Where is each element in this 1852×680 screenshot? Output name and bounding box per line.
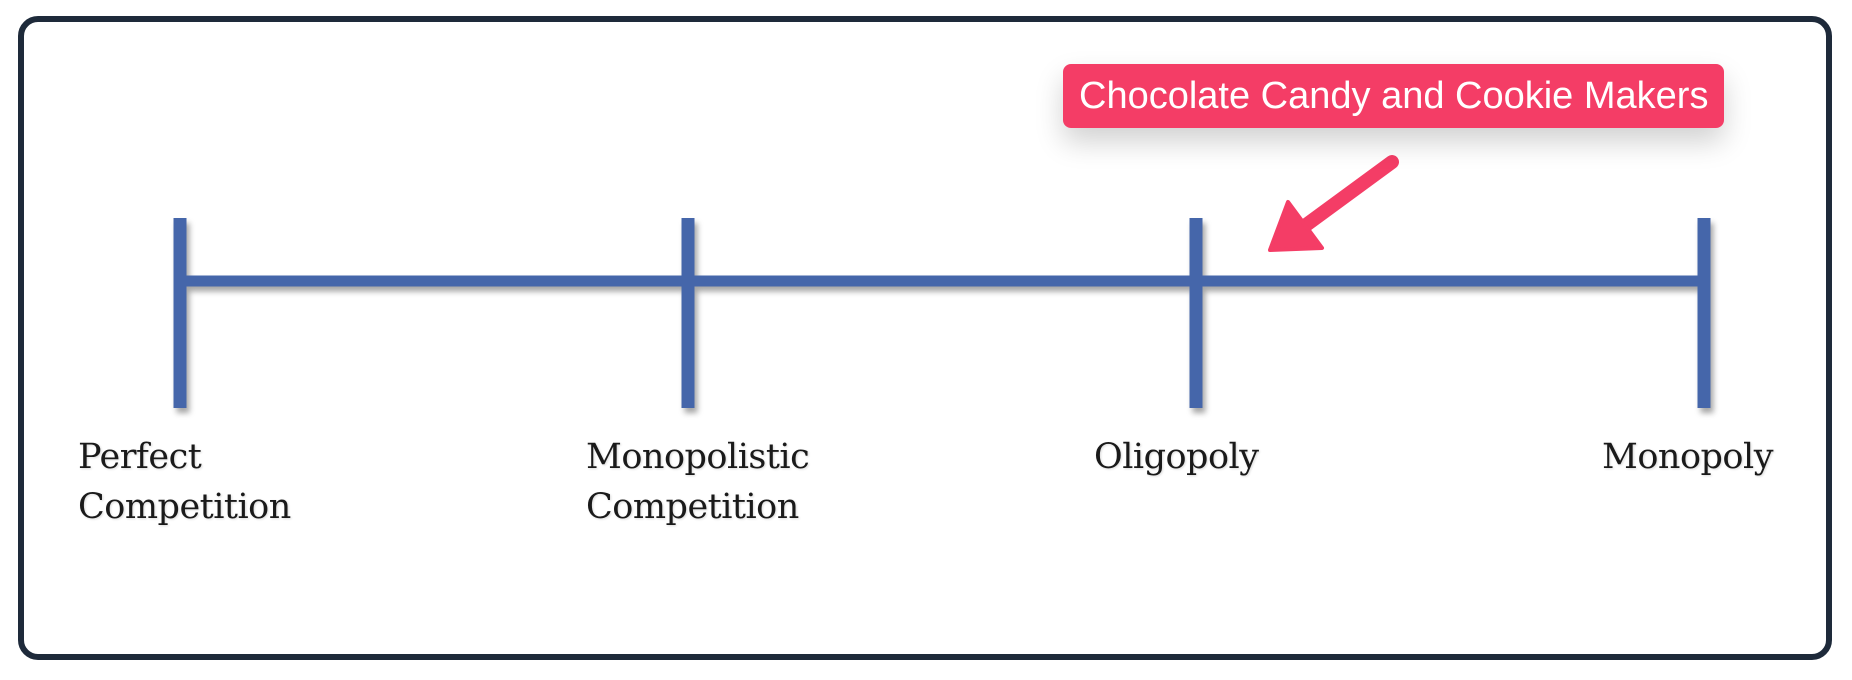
annotation-arrow bbox=[1268, 155, 1399, 252]
label-monopolistic-competition: Monopolistic Competition bbox=[586, 437, 810, 527]
label-monopoly: Monopoly bbox=[1602, 437, 1773, 477]
annotation-callout: Chocolate Candy and Cookie Makers bbox=[1063, 64, 1725, 128]
label-perfect-competition: Perfect Competition bbox=[78, 437, 291, 527]
label-oligopoly: Oligopoly bbox=[1094, 437, 1259, 477]
